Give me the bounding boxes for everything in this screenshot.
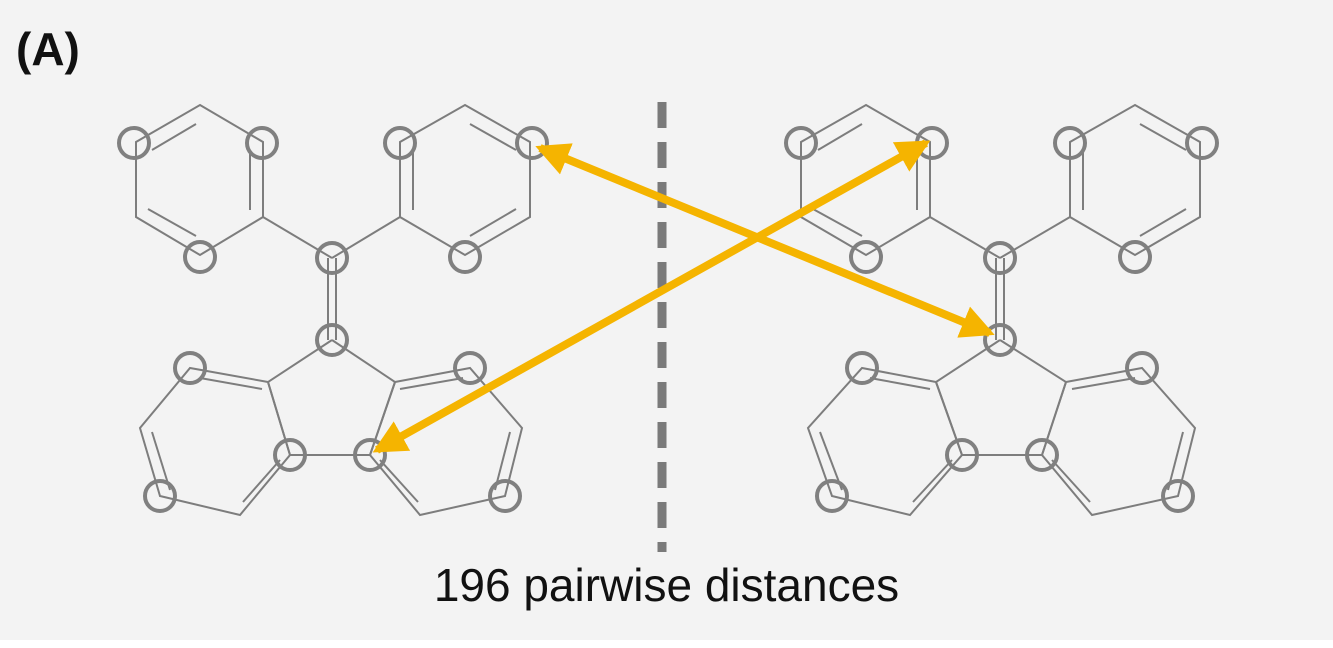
atom-marker bbox=[1118, 240, 1152, 274]
atom-markers bbox=[117, 126, 1219, 513]
atom-marker bbox=[143, 479, 177, 513]
atom-marker bbox=[117, 126, 151, 160]
atom-marker bbox=[1025, 438, 1059, 472]
distance-arrow-1 bbox=[535, 143, 995, 338]
right-fluorene-ring-right bbox=[1040, 366, 1197, 517]
atom-marker bbox=[315, 323, 349, 357]
atom-marker bbox=[245, 126, 279, 160]
atom-marker bbox=[353, 438, 387, 472]
caption: 196 pairwise distances bbox=[433, 559, 900, 611]
atom-marker bbox=[1161, 479, 1195, 513]
right-molecule bbox=[800, 103, 1201, 517]
atom-marker bbox=[315, 241, 349, 275]
atom-marker bbox=[173, 351, 207, 385]
atom-marker bbox=[448, 240, 482, 274]
left-phenyl-top-right bbox=[399, 103, 531, 257]
atom-marker bbox=[1185, 126, 1219, 160]
atom-marker bbox=[849, 240, 883, 274]
right-phenyl-top-right bbox=[1069, 103, 1201, 257]
panel-label: (A) bbox=[16, 23, 80, 75]
left-phenyl-top-left bbox=[135, 103, 264, 257]
distance-arrow-2 bbox=[372, 139, 931, 454]
atom-marker bbox=[983, 323, 1017, 357]
left-fluorene-ring-left bbox=[138, 366, 292, 517]
atom-marker bbox=[1053, 126, 1087, 160]
atom-marker bbox=[183, 240, 217, 274]
atom-marker bbox=[945, 438, 979, 472]
atom-marker bbox=[488, 479, 522, 513]
distance-arrows bbox=[372, 139, 995, 454]
right-fluorene-ring-left bbox=[806, 366, 964, 517]
left-molecule bbox=[135, 103, 531, 517]
atom-marker bbox=[515, 126, 549, 160]
atom-marker bbox=[1125, 351, 1159, 385]
right-fluorene-five-ring bbox=[934, 339, 1068, 456]
atom-marker bbox=[273, 438, 307, 472]
atom-marker bbox=[815, 479, 849, 513]
